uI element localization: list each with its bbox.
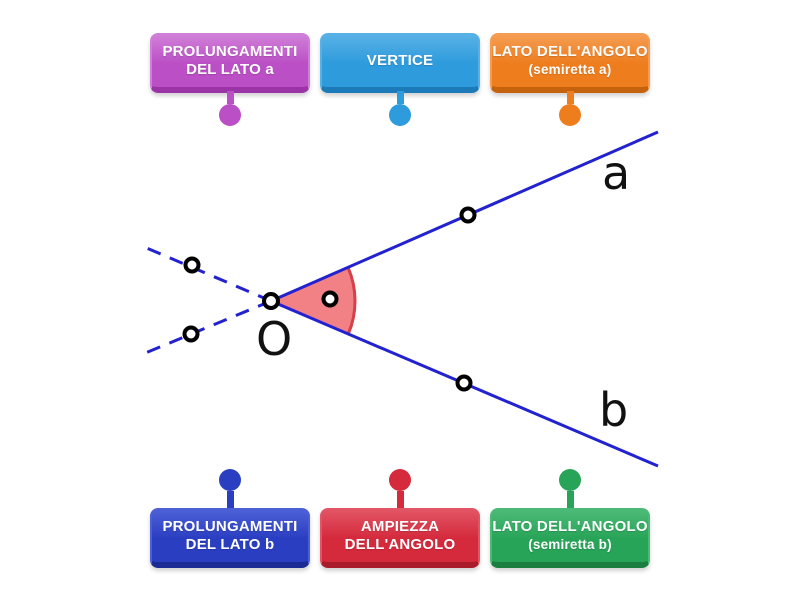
ray-a-letter: a bbox=[602, 146, 630, 200]
label-prolungamenti-lato-a[interactable]: PROLUNGAMENTI DEL LATO a bbox=[150, 33, 310, 93]
label-lato-angolo-a[interactable]: LATO DELL'ANGOLO (semiretta a) bbox=[490, 33, 650, 93]
prolongation-of-b-line bbox=[141, 244, 272, 303]
label-pin bbox=[559, 469, 581, 508]
label-pin bbox=[219, 91, 241, 126]
pin-ball-icon bbox=[559, 104, 581, 126]
angle-arc bbox=[346, 266, 357, 335]
vertex-letter: O bbox=[256, 312, 292, 366]
label-text: PROLUNGAMENTI bbox=[162, 43, 298, 60]
point-marker-ray-b bbox=[455, 374, 473, 392]
label-pin bbox=[389, 91, 411, 126]
point-marker-prolongation-a bbox=[182, 325, 200, 343]
pin-stem bbox=[566, 91, 574, 104]
point-marker-angle-width bbox=[321, 290, 339, 308]
label-pin bbox=[389, 469, 411, 508]
pin-ball-icon bbox=[219, 469, 241, 491]
label-text: DELL'ANGOLO bbox=[344, 536, 456, 553]
pin-ball-icon bbox=[389, 104, 411, 126]
prolongation-of-a-line bbox=[142, 299, 272, 356]
point-marker-ray-a bbox=[459, 206, 477, 224]
pin-stem bbox=[226, 491, 234, 508]
label-ampiezza-angolo[interactable]: AMPIEZZA DELL'ANGOLO bbox=[320, 508, 480, 568]
label-lato-angolo-b[interactable]: LATO DELL'ANGOLO (semiretta b) bbox=[490, 508, 650, 568]
label-pin bbox=[219, 469, 241, 508]
point-marker-vertex bbox=[262, 292, 280, 310]
angle-sector bbox=[271, 267, 356, 334]
pin-stem bbox=[396, 491, 404, 508]
pin-stem bbox=[226, 91, 234, 104]
label-text: DEL LATO b bbox=[185, 536, 275, 553]
pin-stem bbox=[396, 91, 404, 104]
pin-ball-icon bbox=[559, 469, 581, 491]
label-text: DEL LATO a bbox=[186, 61, 274, 78]
pin-ball-icon bbox=[389, 469, 411, 491]
label-text: LATO DELL'ANGOLO bbox=[492, 43, 648, 60]
label-text: LATO DELL'ANGOLO bbox=[492, 518, 648, 535]
label-prolungamenti-lato-b[interactable]: PROLUNGAMENTI DEL LATO b bbox=[150, 508, 310, 568]
pin-stem bbox=[566, 491, 574, 508]
label-text: (semiretta a) bbox=[528, 62, 612, 77]
ray-b-letter: b bbox=[599, 383, 628, 437]
pin-ball-icon bbox=[219, 104, 241, 126]
label-text: VERTICE bbox=[366, 52, 434, 69]
label-vertice[interactable]: VERTICE bbox=[320, 33, 480, 93]
label-pin bbox=[559, 91, 581, 126]
point-marker-prolongation-b bbox=[183, 256, 201, 274]
label-text: PROLUNGAMENTI bbox=[162, 518, 298, 535]
label-text: (semiretta b) bbox=[528, 537, 612, 552]
label-text: AMPIEZZA bbox=[360, 518, 440, 535]
